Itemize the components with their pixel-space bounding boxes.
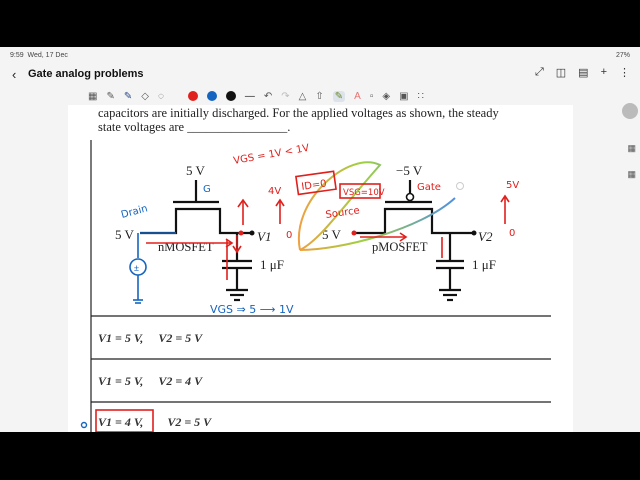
option-2-v2: V2 = 4 V bbox=[158, 374, 203, 388]
zero-annotation-2: 0 bbox=[509, 228, 515, 239]
fill-icon[interactable]: ◈ bbox=[382, 90, 391, 102]
undo-icon[interactable]: ↶ bbox=[263, 90, 273, 102]
question-line-1: capacitors are initially discharged. For… bbox=[98, 106, 499, 120]
grid-icon[interactable]: ∷ bbox=[417, 90, 424, 102]
zero-annotation: 0 bbox=[286, 230, 292, 241]
notes-app: 9:59 Wed, 17 Dec 27% ‹ Gate analog probl… bbox=[0, 47, 640, 432]
vgs-annotation: VGS = 1V < 1V bbox=[233, 143, 311, 167]
option-1[interactable]: V1 = 5 V, V2 = 5 V bbox=[98, 331, 202, 346]
g-annotation: G bbox=[203, 184, 211, 195]
back-icon[interactable]: ‹ bbox=[12, 66, 17, 82]
book-view-icon[interactable]: ◫ bbox=[555, 67, 567, 79]
battery: 27% bbox=[615, 51, 630, 59]
plus-minus-icon: ± bbox=[134, 263, 139, 273]
pdf-icon[interactable]: ▤ bbox=[578, 67, 589, 79]
option-3[interactable]: V1 = 4 V, V2 = 5 V bbox=[98, 415, 211, 430]
p-gate-voltage: −5 V bbox=[396, 163, 423, 178]
stroke-width-icon[interactable]: — bbox=[244, 90, 255, 102]
bottom-bar bbox=[0, 432, 640, 480]
blue-source-wiring bbox=[129, 232, 176, 304]
more-icon[interactable]: ⋮ bbox=[619, 67, 630, 79]
eraser-icon[interactable]: ◇ bbox=[141, 90, 149, 102]
vsg-annotation: VSG=10V bbox=[343, 188, 385, 198]
color-black[interactable] bbox=[225, 91, 236, 101]
option-2[interactable]: V1 = 5 V, V2 = 4 V bbox=[98, 374, 202, 389]
red-annotations bbox=[95, 170, 510, 432]
pmos-circuit bbox=[355, 180, 474, 302]
redo-icon[interactable]: ↷ bbox=[281, 90, 290, 102]
question-line-2: state voltages are ________________. bbox=[98, 120, 291, 134]
note-title: Gate analog problems bbox=[28, 68, 144, 80]
status-bar: 9:59 Wed, 17 Dec 27% bbox=[10, 49, 630, 61]
expand-icon[interactable]: ⤢ bbox=[534, 66, 544, 78]
upload-icon[interactable]: ⇧ bbox=[315, 90, 324, 102]
question-text: capacitors are initially discharged. For… bbox=[98, 106, 568, 134]
p-source-voltage: 5 V bbox=[322, 227, 342, 242]
page-lines bbox=[90, 140, 551, 432]
color-red[interactable] bbox=[187, 91, 198, 101]
v1-label: V1 bbox=[257, 229, 271, 244]
v2-label: V2 bbox=[478, 229, 493, 244]
5v-annotation: 5V bbox=[506, 180, 519, 191]
text-box-icon[interactable]: ▫ bbox=[369, 90, 374, 102]
pen-icon[interactable]: ✎ bbox=[106, 90, 115, 102]
n-drain-voltage: 5 V bbox=[115, 227, 135, 242]
time: 9:59 bbox=[10, 51, 24, 59]
side-tool-icon[interactable]: ▦ bbox=[627, 143, 636, 153]
highlighter-icon[interactable]: ✎ bbox=[123, 90, 133, 102]
active-pen-icon[interactable]: ✎ bbox=[332, 90, 346, 102]
scroll-handle[interactable] bbox=[622, 103, 638, 119]
4v-annotation: 4V bbox=[268, 186, 281, 197]
circuit-and-options: 5 V 5 V nMOSFET V1 1 μF −5 V 5 V pMOSFET… bbox=[80, 140, 551, 432]
source-annotation: Source bbox=[325, 205, 361, 221]
cap1-label: 1 μF bbox=[260, 257, 284, 272]
option-2-v1: V1 = 5 V, bbox=[98, 374, 144, 388]
lasso-icon[interactable]: ◌ bbox=[157, 90, 164, 102]
keyboard-icon[interactable]: ▦ bbox=[88, 90, 98, 102]
option-1-v2: V2 = 5 V bbox=[158, 331, 203, 345]
id-annotation: ID=0 bbox=[301, 178, 328, 192]
rainbow-stroke bbox=[297, 161, 456, 251]
cap2-label: 1 μF bbox=[472, 257, 496, 272]
title-bar: ‹ Gate analog problems ⤢ ◫ ▤ + ⋮ bbox=[0, 63, 640, 85]
text-color-icon[interactable]: A bbox=[354, 90, 361, 102]
side-tool-icon[interactable]: ▦ bbox=[627, 169, 636, 179]
note-page[interactable]: capacitors are initially discharged. For… bbox=[68, 105, 573, 432]
n-gate-voltage: 5 V bbox=[186, 163, 206, 178]
pen-cursor bbox=[80, 421, 88, 429]
pen-toolbar: ▦ ✎ ✎ ◇ ◌ — ↶ ↷ △ ⇧ ✎ A ▫ ◈ ▣ ∷ bbox=[88, 88, 424, 104]
vgs-bottom-annotation: VGS ⇒ 5 ⟶ 1V bbox=[210, 303, 294, 316]
option-3-v2: V2 = 5 V bbox=[167, 415, 212, 429]
drain-annotation: Drain bbox=[120, 203, 149, 221]
add-icon[interactable]: + bbox=[600, 66, 607, 78]
date: Wed, 17 Dec bbox=[27, 51, 68, 59]
color-blue[interactable] bbox=[206, 91, 217, 101]
nmosfet-label: nMOSFET bbox=[158, 240, 214, 254]
shape-icon[interactable]: △ bbox=[298, 90, 307, 102]
gate-annotation: Gate bbox=[417, 182, 441, 193]
lock-icon[interactable]: ▣ bbox=[399, 90, 409, 102]
option-1-v1: V1 = 5 V, bbox=[98, 331, 144, 345]
option-3-v1: V1 = 4 V, bbox=[98, 415, 144, 429]
pmosfet-label: pMOSFET bbox=[372, 240, 428, 254]
